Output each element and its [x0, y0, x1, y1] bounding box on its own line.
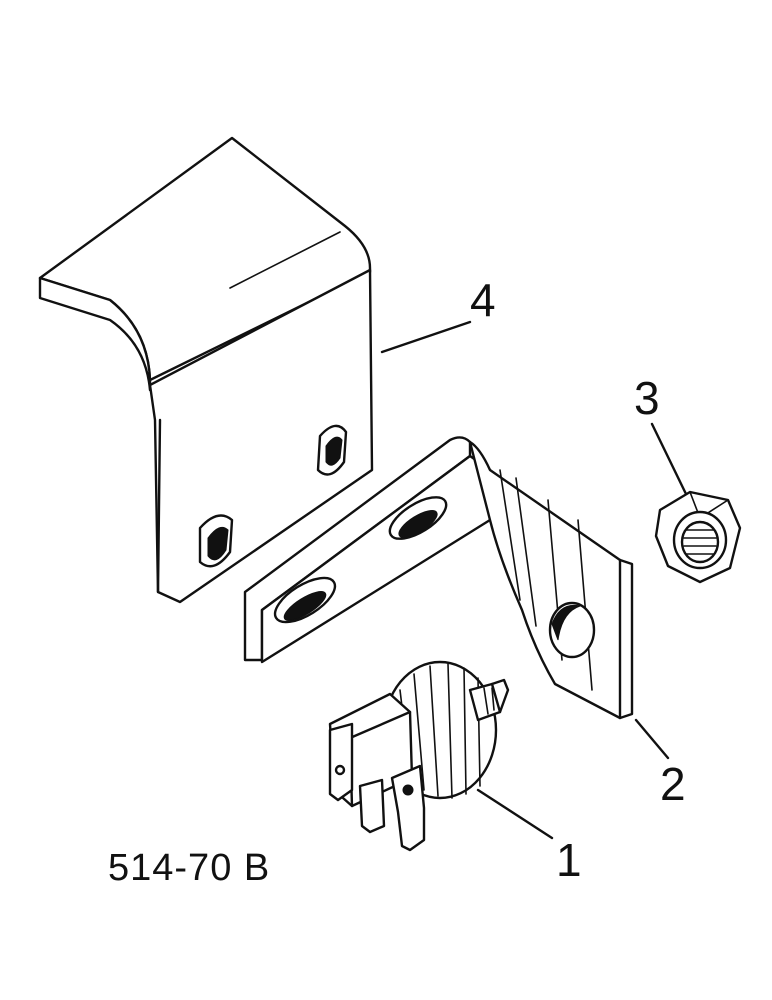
switch-terminal-left [328, 722, 354, 802]
figure-code: 514-70 B [108, 847, 270, 889]
angle-slot-right [388, 496, 448, 540]
angle-hole [548, 601, 596, 659]
switch-terminal-right [390, 764, 426, 852]
switch-terminal-bottom [358, 778, 386, 834]
switch [328, 660, 510, 852]
angle-slot-left [273, 576, 337, 624]
leader-1 [476, 788, 554, 840]
hex-nut [654, 490, 742, 584]
callout-label-3: 3 [634, 372, 660, 424]
angle-bracket [243, 436, 634, 720]
leader-3 [650, 422, 688, 496]
bracket-slot-lower [198, 514, 234, 568]
callout-label-4: 4 [470, 274, 496, 326]
callout-label-2: 2 [660, 758, 686, 810]
leader-2 [634, 718, 670, 760]
mounting-bracket [38, 136, 374, 604]
bracket-slot-upper [316, 424, 348, 476]
callout-label-1: 1 [556, 834, 582, 886]
leader-4 [380, 320, 472, 354]
